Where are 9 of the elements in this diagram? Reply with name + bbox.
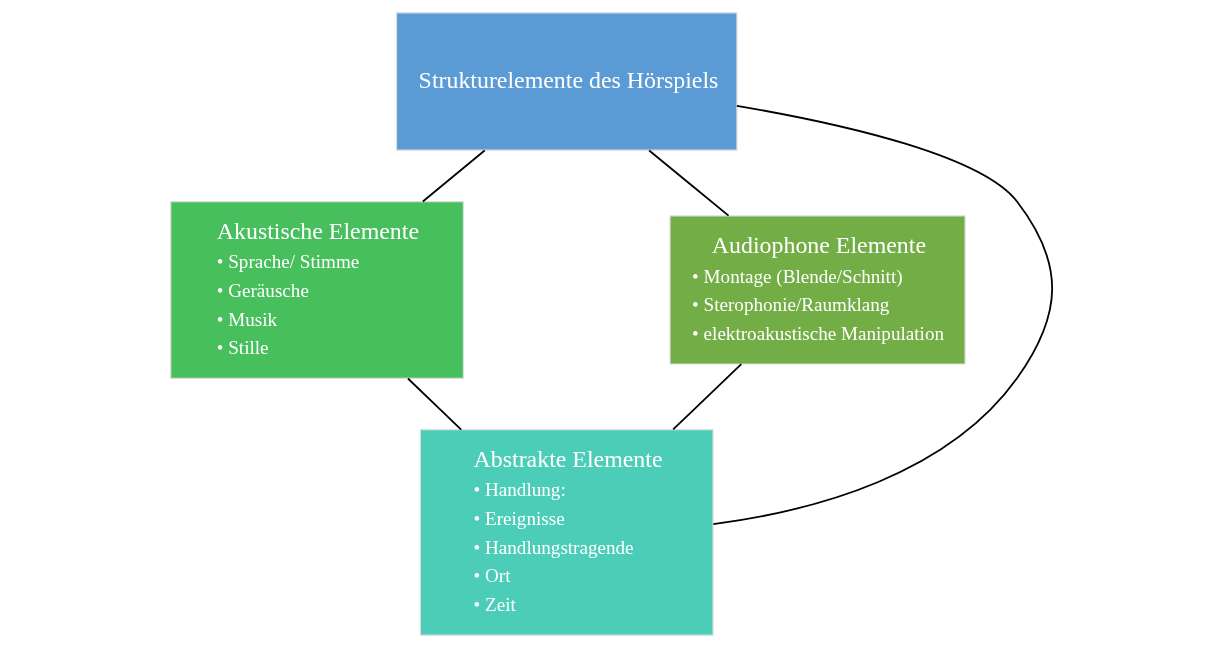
connector: [421, 149, 486, 203]
connector: [648, 149, 730, 217]
connector: [407, 377, 463, 431]
node-box: Abstrakte Elemente • Handlung: • Ereignisse • Handlungstragende • Ort • Zeit: [419, 429, 714, 636]
connector: [672, 363, 743, 431]
node-box: Audiophone Elemente • Montage (Blende/Schnitt) • Sterophonie/Raumklang • elektroakustische Manipulation: [669, 215, 966, 365]
node-box: Strukturelemente des Hörspiels: [395, 12, 738, 151]
connector: [712, 104, 1054, 525]
node-box: Akustische Elemente • Sprache/ Stimme • Geräusche • Musik • Stille: [170, 200, 464, 379]
